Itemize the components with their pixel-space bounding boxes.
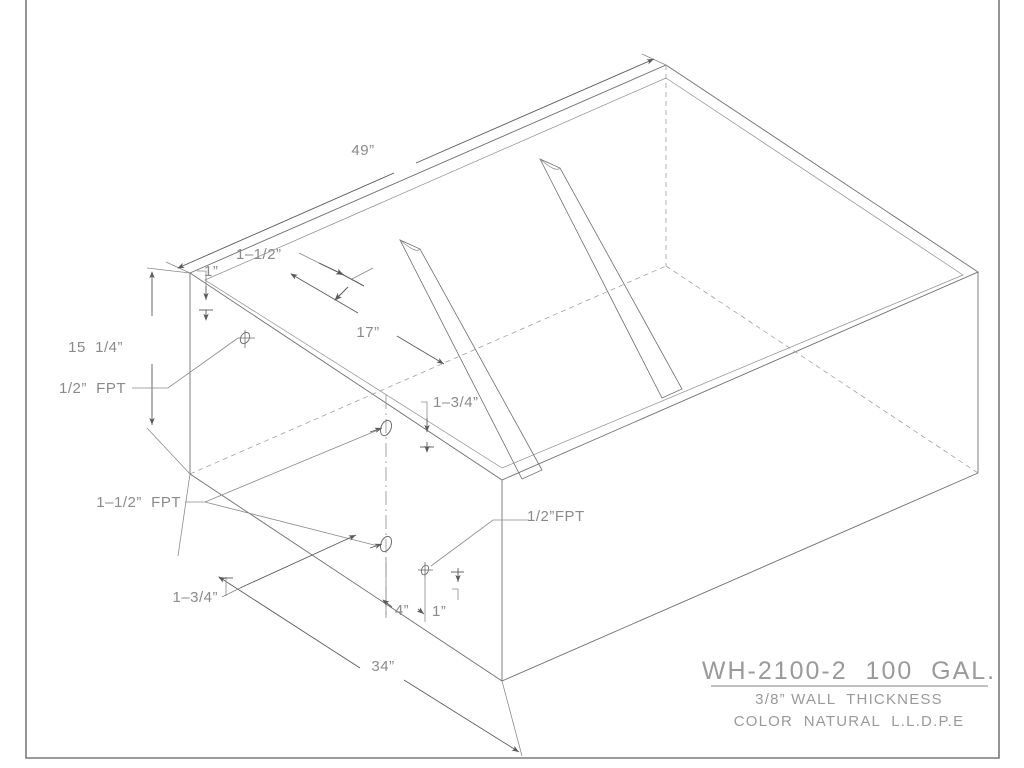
dimension-lower-fitting-drop: 1–3/4”: [172, 534, 357, 606]
port-side-upper: [369, 419, 393, 437]
port-ellipse-lower: [379, 535, 393, 553]
dimension-label-width: 34”: [371, 658, 394, 675]
dimension-label-slot-spacing: 17”: [356, 324, 379, 341]
dimension-label-fitting-horizontal: 4”: [395, 602, 409, 619]
tank-edge-bottom-left: [189, 473, 503, 682]
port-side-lower: [369, 535, 393, 553]
top-slot-rear: [539, 158, 683, 399]
dimension-fitting-horizontal: 4”: [382, 558, 426, 622]
tank-body: [189, 64, 979, 682]
callout-label-side-port-small: 1/2”FPT: [527, 508, 585, 525]
dimension-label-length: 49”: [351, 142, 374, 159]
dimension-label-slot-offset: 1–1/2”: [236, 246, 282, 263]
hidden-edge-back-right: [665, 265, 979, 474]
callout-side-port-small: 1/2”FPT: [418, 508, 585, 578]
callout-label-side-port-large: 1–1/2” FPT: [96, 494, 181, 511]
port-ellipse-small: [420, 564, 430, 576]
dimension-label-upper-fitting-drop: 1–3/4”: [433, 394, 479, 411]
title-material: COLOR NATURAL L.L.D.P.E: [734, 713, 965, 730]
dimension-upper-fitting-drop: 1–3/4”: [420, 394, 479, 453]
dimension-overall-height: 15 1/4”: [68, 267, 191, 475]
dimension-top-lip: 1”: [197, 263, 218, 321]
dimension-label-height: 15 1/4”: [68, 339, 123, 356]
tank-inner-rim: [204, 77, 964, 469]
title-wall-thickness: 3/8” WALL THICKNESS: [755, 691, 943, 708]
port-ellipse-upper: [379, 419, 393, 437]
port-top-left: 1/2” FPT: [59, 330, 255, 397]
callout-label-top-port: 1/2” FPT: [59, 380, 126, 397]
dimension-label-fitting-edge: 1”: [432, 603, 446, 620]
tank-top-face: [189, 64, 979, 481]
sheet-border: [25, 0, 1000, 759]
title-block: WH-2100-2 100 GAL. 3/8” WALL THICKNESS C…: [702, 657, 996, 730]
title-part-number: WH-2100-2 100 GAL.: [702, 657, 996, 685]
dimension-fitting-edge: 1”: [432, 568, 464, 620]
port-ellipse-top-left: [239, 331, 251, 345]
dimension-label-top-lip: 1”: [204, 263, 218, 280]
top-slot-front: [399, 239, 543, 480]
tank-edge-bottom-right: [501, 472, 979, 682]
tank-inner-rim-outline: [204, 77, 964, 469]
dimension-slot-spacing: 17”: [290, 273, 445, 365]
dimension-overall-width: 34”: [177, 473, 523, 757]
dimension-overall-length: 49”: [165, 53, 667, 274]
callout-side-port-large: 1–1/2” FPT: [96, 429, 379, 547]
hidden-edge-back-left: [189, 265, 667, 475]
tank-hidden-edges: [189, 65, 979, 475]
dimension-slot-offset: 1–1/2”: [236, 246, 374, 301]
dimension-label-lower-fitting-drop: 1–3/4”: [172, 589, 218, 606]
